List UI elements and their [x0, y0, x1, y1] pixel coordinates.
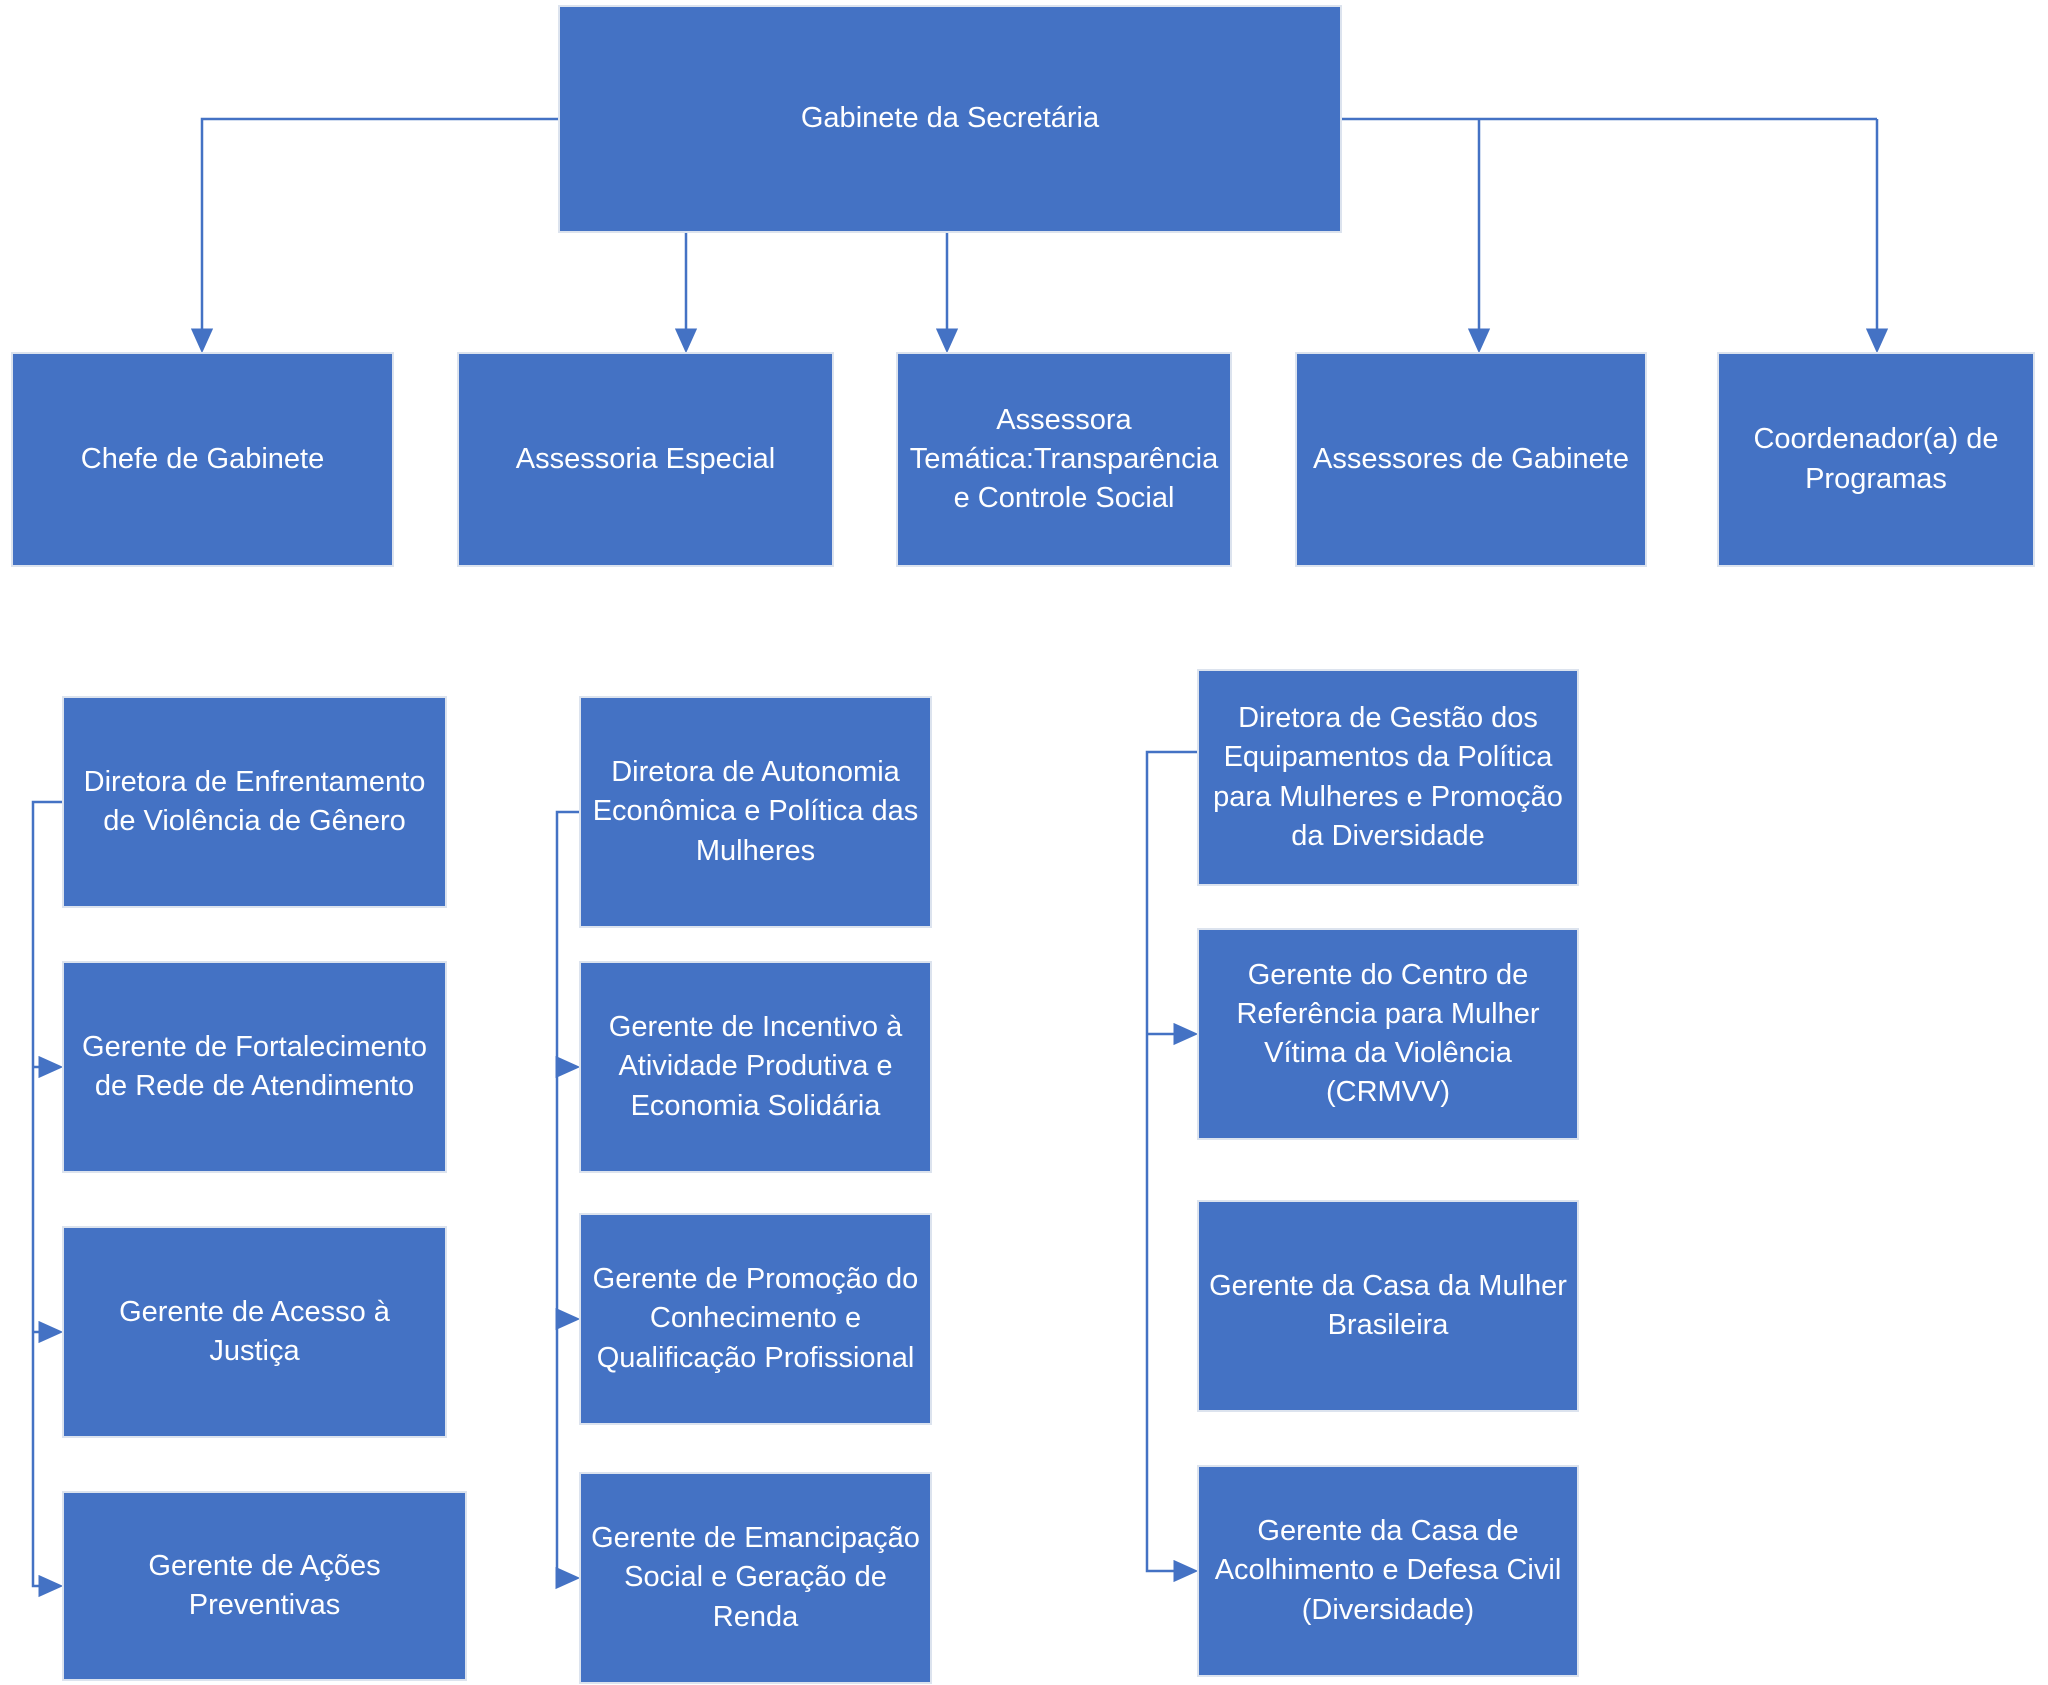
node-gerente-crmvv: Gerente do Centro de Referência para Mul… [1197, 928, 1579, 1140]
node-assessores-de-gabinete: Assessores de Gabinete [1295, 352, 1647, 567]
node-coordenador-de-programas: Coordenador(a) de Programas [1717, 352, 2035, 567]
node-diretora-autonomia-economica: Diretora de Autonomia Econômica e Políti… [579, 696, 932, 928]
node-assessora-tematica: Assessora Temática:Transparência e Contr… [896, 352, 1232, 567]
connector-col2-bracket [555, 810, 581, 1590]
node-label: Gerente de Fortalecimento de Rede de Ate… [82, 1030, 427, 1102]
node-gabinete-da-secretaria: Gabinete da Secretária [558, 5, 1342, 233]
node-label: Gabinete da Secretária [800, 102, 1100, 135]
node-label: Gerente do Centro de Referência para Mul… [1236, 958, 1540, 1109]
node-label: Diretora de Enfrentamento de Violência d… [83, 765, 426, 837]
node-assessoria-especial: Assessoria Especial [457, 352, 834, 567]
node-label: Diretora de Gestão dos Equipamentos da P… [1213, 702, 1563, 852]
node-label: Gerente de Acesso à Justiça [119, 1295, 390, 1367]
node-label: Gerente da Casa de Acolhimento e Defesa … [1214, 1515, 1562, 1626]
node-label: Gerente de Emancipação Social e Geração … [591, 1522, 920, 1633]
connector-col3-bracket [1145, 750, 1199, 1583]
node-label: Coordenador(a) de Programas [1753, 423, 1999, 495]
node-gerente-fortalecimento-rede: Gerente de Fortalecimento de Rede de Ate… [62, 961, 447, 1173]
node-gerente-incentivo-atividade: Gerente de Incentivo à Atividade Produti… [579, 961, 932, 1173]
connector-root-to-chefe [190, 117, 558, 354]
node-gerente-casa-acolhimento: Gerente da Casa de Acolhimento e Defesa … [1197, 1465, 1579, 1677]
node-label: Assessores de Gabinete [1313, 442, 1629, 475]
node-label: Gerente de Promoção do Conhecimento e Qu… [592, 1263, 919, 1374]
node-label: Assessoria Especial [515, 442, 776, 475]
node-gerente-emancipacao-social: Gerente de Emancipação Social e Geração … [579, 1472, 932, 1684]
node-chefe-de-gabinete: Chefe de Gabinete [11, 352, 394, 567]
node-gerente-casa-mulher-brasileira: Gerente da Casa da Mulher Brasileira [1197, 1200, 1579, 1412]
node-label: Gerente de Incentivo à Atividade Produti… [608, 1011, 903, 1122]
node-diretora-gestao-equipamentos: Diretora de Gestão dos Equipamentos da P… [1197, 669, 1579, 886]
node-label: Assessora Temática:Transparência e Contr… [909, 403, 1219, 515]
node-label: Diretora de Autonomia Econômica e Políti… [592, 756, 919, 867]
node-label: Gerente da Casa da Mulher Brasileira [1209, 1269, 1567, 1341]
connector-col1-bracket [31, 800, 64, 1598]
node-label: Gerente de Ações Preventivas [148, 1549, 381, 1621]
node-gerente-acoes-preventivas: Gerente de Ações Preventivas [62, 1491, 467, 1681]
node-label: Chefe de Gabinete [80, 442, 325, 475]
node-gerente-acesso-justica: Gerente de Acesso à Justiça [62, 1226, 447, 1438]
node-gerente-promocao-conhecimento: Gerente de Promoção do Conhecimento e Qu… [579, 1213, 932, 1425]
node-diretora-enfrentamento-violencia: Diretora de Enfrentamento de Violência d… [62, 696, 447, 908]
